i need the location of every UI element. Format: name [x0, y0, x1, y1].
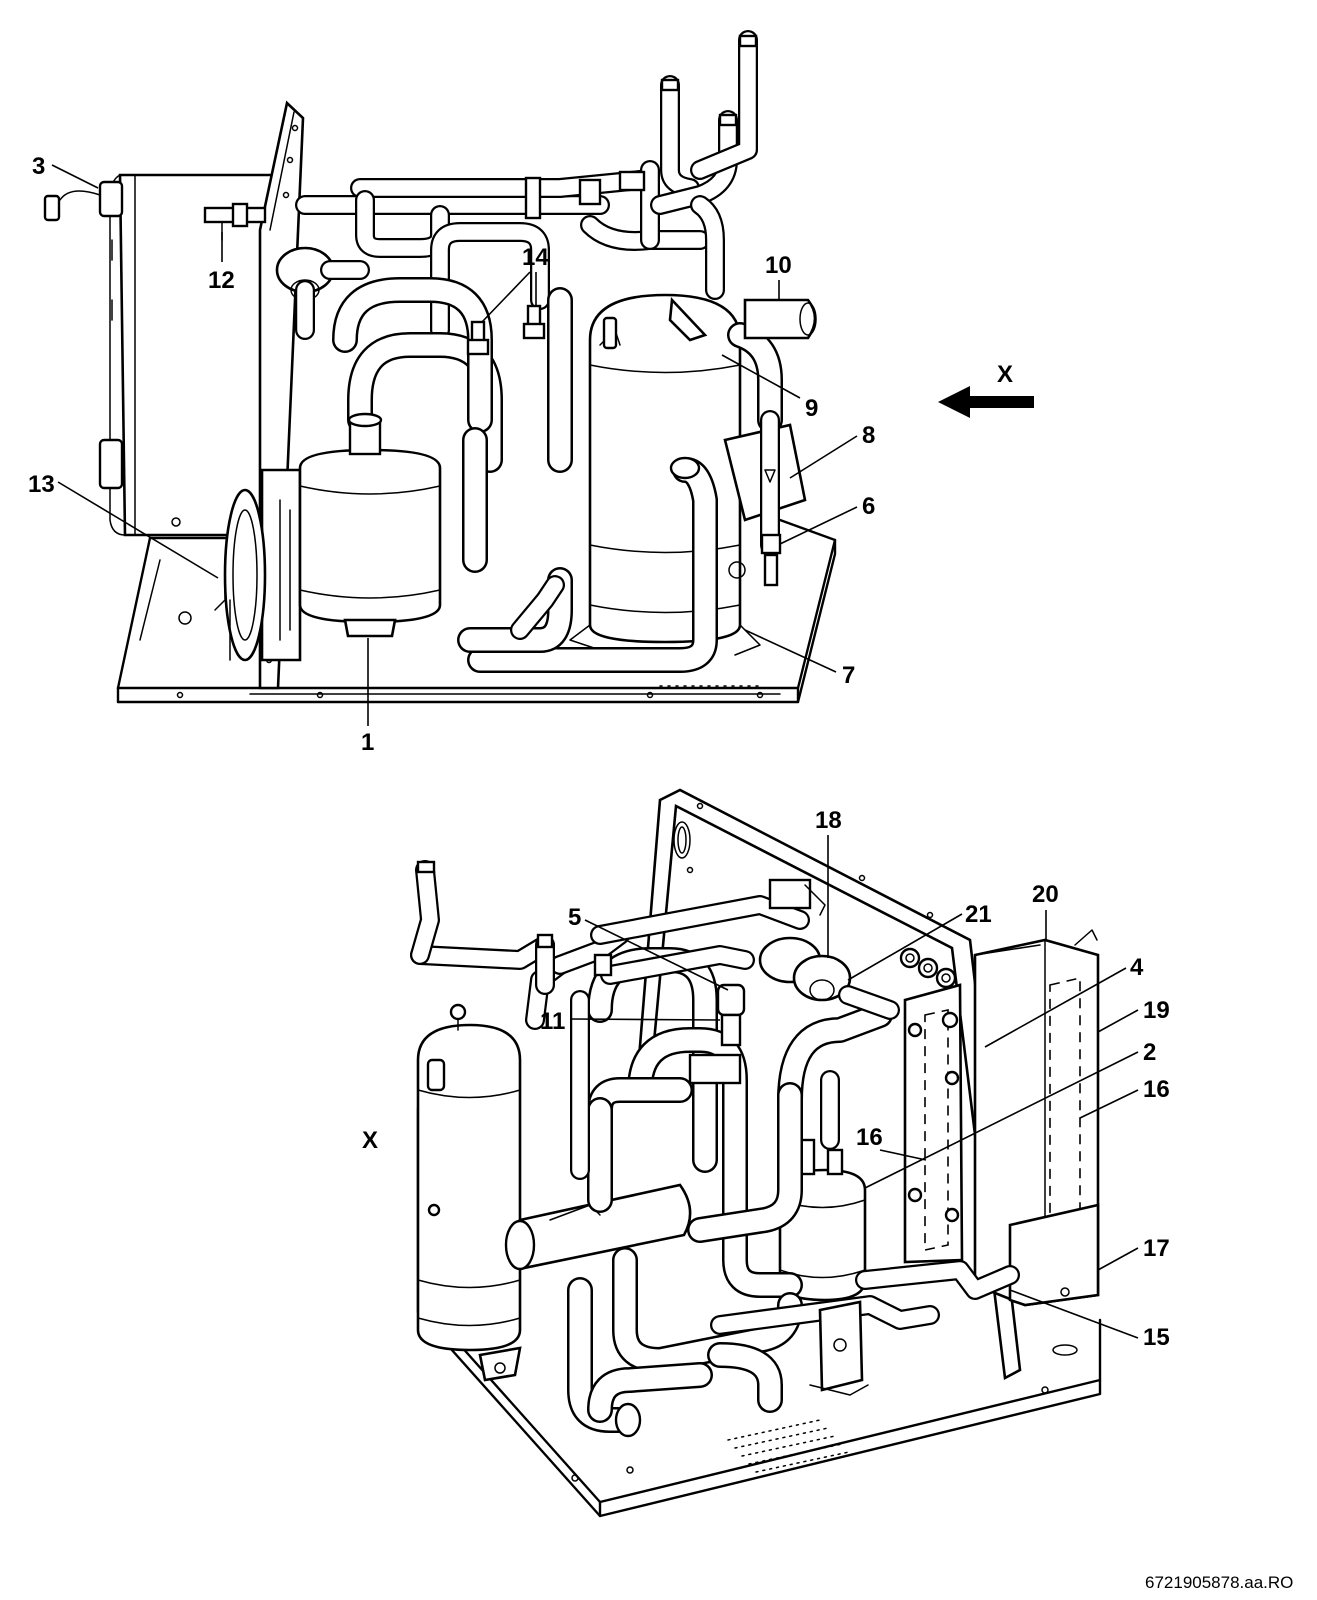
label-14: 14	[522, 244, 549, 271]
top-u-pipes	[332, 277, 573, 573]
top-sensor-cable-3	[43, 190, 101, 222]
label-9: 9	[805, 395, 818, 422]
bottom-pipes	[410, 860, 1020, 1438]
label-10: 10	[765, 252, 792, 279]
leader-19	[1097, 1009, 1139, 1033]
label-16a: 16	[856, 1124, 883, 1151]
label-2: 2	[1143, 1039, 1156, 1066]
top-expansion-valve	[275, 246, 370, 340]
leader-4	[984, 967, 1127, 1048]
leader-21	[847, 913, 963, 981]
bottom-valve-11	[688, 983, 746, 1085]
label-18: 18	[815, 807, 842, 834]
label-6: 6	[862, 493, 875, 520]
top-accumulator	[298, 412, 442, 638]
top-valve-8	[723, 410, 807, 587]
leader-7	[744, 629, 837, 673]
label-12: 12	[208, 267, 235, 294]
label-4: 4	[1130, 954, 1144, 981]
leader-2	[864, 1051, 1139, 1189]
label-11: 11	[540, 1008, 565, 1035]
label-15: 15	[1143, 1324, 1170, 1351]
label-19: 19	[1143, 997, 1170, 1024]
bottom-compressor	[416, 1003, 522, 1382]
top-control-module	[214, 468, 302, 662]
top-upper-pipes	[295, 30, 758, 340]
label-1: 1	[361, 729, 374, 756]
top-muffler-10	[743, 298, 817, 340]
label-20: 20	[1032, 881, 1059, 908]
leader-8	[789, 435, 858, 479]
leader-15	[1009, 1289, 1139, 1339]
bottom-expansion-valve	[758, 878, 900, 1020]
label-17: 17	[1143, 1235, 1170, 1262]
top-view-arrow	[938, 386, 1034, 418]
label-21: 21	[965, 901, 992, 928]
leader-13	[57, 481, 219, 579]
top-compressor	[569, 293, 761, 656]
label-3: 3	[32, 153, 45, 180]
view-marker-top: X	[997, 361, 1013, 388]
bottom-plate-heat-exchanger	[899, 947, 964, 1264]
leader-16a	[879, 1149, 927, 1161]
top-view: X 3 12 13 14 10 9 8 6 7 1	[28, 30, 1034, 756]
top-sensor-12	[203, 202, 267, 241]
reference-code: 6721905878.aa.RO	[1145, 1573, 1293, 1592]
bottom-view: 18 20 21 5 4 11 19 2 16 16 17 15 X	[362, 788, 1170, 1518]
leader-6	[779, 506, 858, 545]
bottom-heat-exchanger-box	[973, 929, 1100, 1307]
label-13: 13	[28, 471, 55, 498]
top-heat-exchanger-box	[98, 173, 277, 537]
leader-3	[51, 164, 99, 189]
leader-16b	[1079, 1089, 1139, 1119]
label-16b: 16	[1143, 1076, 1170, 1103]
label-8: 8	[862, 422, 875, 449]
label-5: 5	[568, 904, 581, 931]
label-7: 7	[842, 662, 855, 689]
top-pressure-switches-14	[466, 304, 546, 356]
leader-17	[1097, 1247, 1139, 1271]
view-marker-bottom: X	[362, 1127, 378, 1154]
leader-11	[571, 1018, 721, 1021]
leader-9	[721, 354, 801, 399]
leader-14a	[481, 271, 531, 323]
bottom-pressure-sensor	[809, 1300, 869, 1396]
top-compressor-pipes	[457, 322, 783, 673]
leader-5	[584, 919, 729, 991]
